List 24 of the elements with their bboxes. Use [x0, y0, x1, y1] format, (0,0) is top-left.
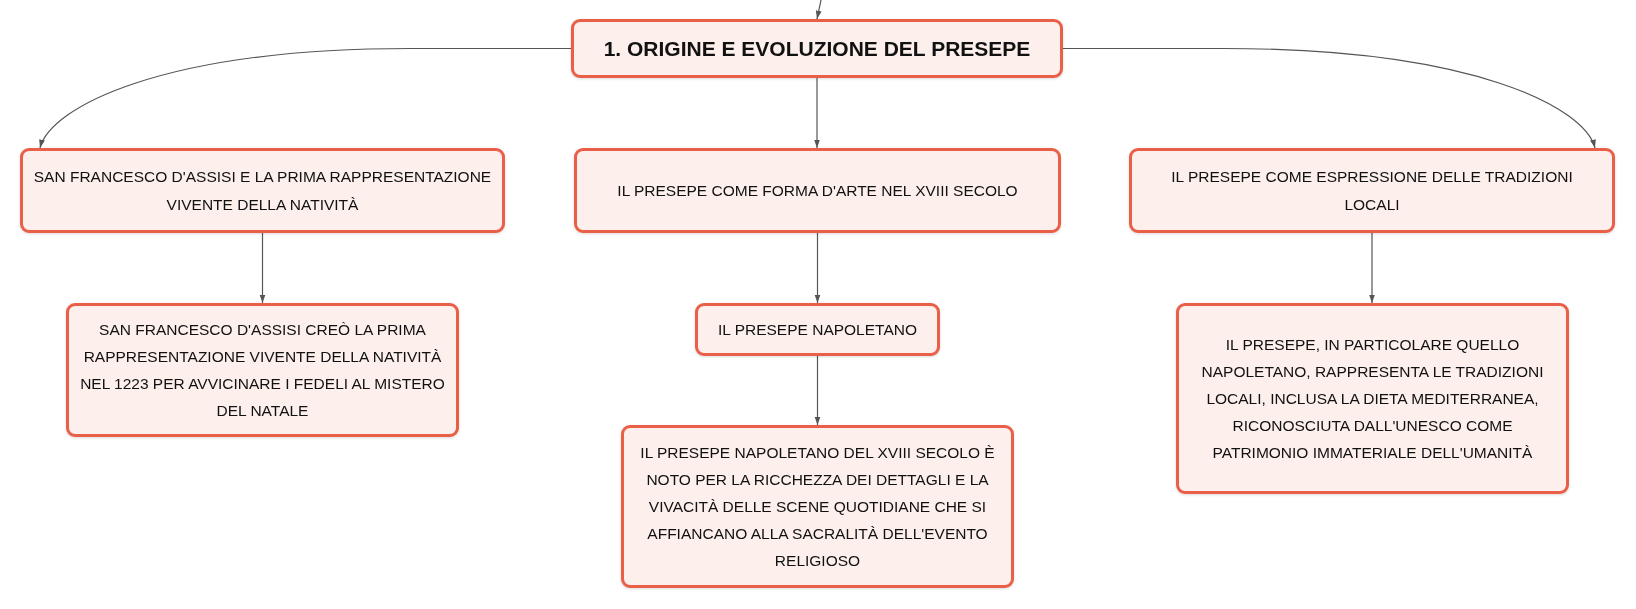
node-text: IL PRESEPE COME FORMA D'ARTE NEL XVIII SECOLO — [617, 180, 1018, 201]
connector-arrow — [814, 77, 820, 149]
connector-arrow — [814, 355, 821, 426]
connector-arrow — [1369, 232, 1375, 304]
concept-box — [621, 425, 1014, 588]
topic-box — [571, 19, 1063, 78]
concept-box — [66, 303, 459, 437]
subtopic-box — [695, 303, 940, 356]
connector-arrow — [1062, 47, 1596, 149]
node-text: IL PRESEPE NAPOLETANO — [718, 319, 917, 340]
connector-arrow — [814, 232, 821, 304]
concept-box — [1176, 303, 1569, 494]
node-text: SAN FRANCESCO D'ASSISI CREÒ LA PRIMA RAPPRESENTAZIONE VIVENTE DELLA NATIVITÀ NEL 1223 PER AVVICINARE I FEDELI AL MISTERO DEL NATALE — [79, 319, 446, 422]
node-text: IL PRESEPE NAPOLETANO DEL XVIII SECOLO È NOTO PER LA RICCHEZZA DEI DETTAGLI E LA VIVACITÀ DELLE SCENE QUOTIDIANE CHE SI AFFIANCANO ALLA SACRALITÀ DELL'EVENTO RELIGIOSO — [639, 442, 996, 572]
concept-box — [1129, 148, 1615, 233]
node-text: IL PRESEPE, IN PARTICOLARE QUELLO NAPOLETANO, RAPPRESENTA LE TRADIZIONI LOCALI, INCLUSA LA DIETA MEDITERRANEA, RICONOSCIUTA DALL'UNESCO COME PATRIMONIO IMMATERIALE DELL'UMANITÀ — [1200, 334, 1545, 464]
node-text: IL PRESEPE COME ESPRESSIONE DELLE TRADIZIONI LOCALI — [1170, 167, 1574, 215]
node-text: 1. ORIGINE E EVOLUZIONE DEL PRESEPE — [603, 35, 1031, 62]
concept-box — [574, 148, 1061, 233]
node-text: SAN FRANCESCO D'ASSISI E LA PRIMA RAPPRESENTAZIONE VIVENTE DELLA NATIVITÀ — [33, 167, 492, 215]
connector-arrow — [39, 47, 572, 149]
connector-arrow — [259, 232, 266, 304]
concept-box — [20, 148, 505, 233]
connector-arrow — [815, 0, 822, 20]
